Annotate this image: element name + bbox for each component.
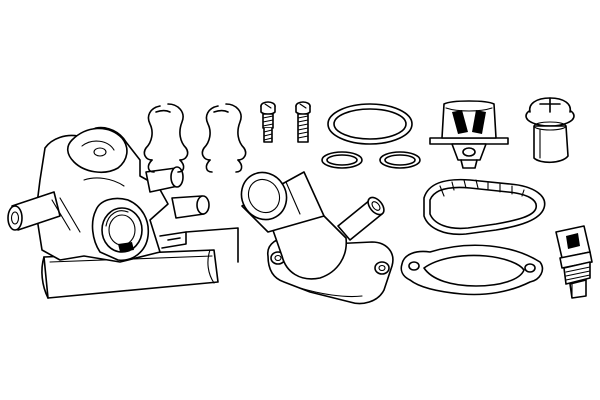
retaining-clip-right: [201, 103, 247, 173]
flange-gasket: [400, 244, 544, 296]
thermostat-housing-assembly: [7, 126, 239, 299]
retaining-clip-left: [143, 103, 189, 173]
coolant-flange: [240, 171, 394, 305]
o-ring-large: [327, 103, 413, 145]
thermostat-insert: [429, 100, 509, 169]
o-ring-small-right: [379, 151, 421, 169]
screw-bolt: [295, 101, 311, 143]
temperature-sensor: [555, 225, 593, 299]
o-ring-small-left: [321, 151, 363, 169]
housing-seal: [423, 178, 546, 236]
bleed-plug: [525, 97, 575, 164]
screw-small: [260, 101, 276, 143]
